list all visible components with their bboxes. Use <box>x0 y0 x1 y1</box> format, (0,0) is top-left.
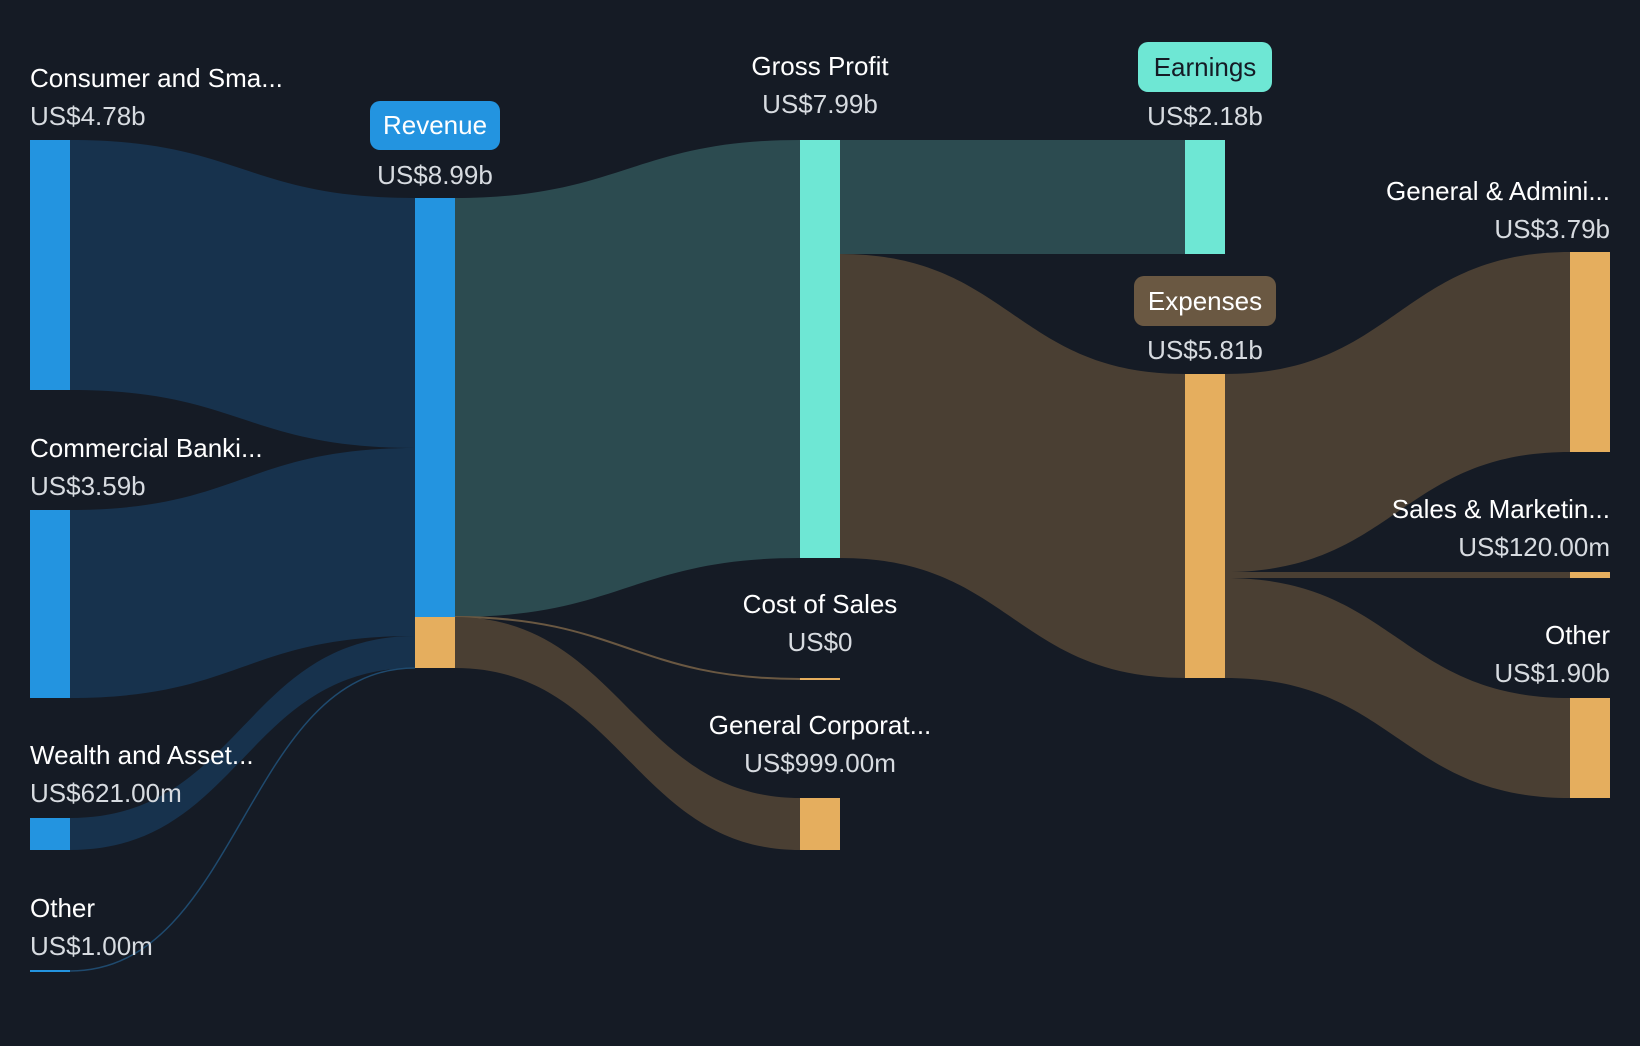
node-bar-general-admin[interactable] <box>1570 252 1610 452</box>
label-other-exp-value: US$1.90b <box>1494 658 1610 688</box>
node-bar-revenue[interactable] <box>415 198 455 617</box>
node-bar-gross-profit[interactable] <box>800 140 840 558</box>
revenue-badge[interactable]: Revenue <box>370 101 500 150</box>
flow-consumer-revenue <box>70 140 415 448</box>
label-general-corporate-value: US$999.00m <box>744 748 896 778</box>
flow-commercial-revenue <box>70 448 415 698</box>
label-earnings-value: US$2.18b <box>1147 101 1263 131</box>
node-bar-wealth[interactable] <box>30 818 70 850</box>
label-wealth-value: US$621.00m <box>30 778 182 808</box>
label-general-corporate-name: General Corporat... <box>709 710 932 740</box>
label-earnings-name: Earnings <box>1154 52 1257 82</box>
node-bar-commercial[interactable] <box>30 510 70 698</box>
node-bar-expenses[interactable] <box>1185 374 1225 678</box>
flow-revenue-grossprofit <box>455 140 800 617</box>
label-other-in-value: US$1.00m <box>30 931 153 961</box>
flow-expenses-salesmarketing <box>1225 572 1570 578</box>
node-bar-other-in[interactable] <box>30 970 70 972</box>
flow-expenses-other <box>1225 578 1570 798</box>
flow-revenue-generalcorporate <box>455 617 800 850</box>
label-consumer-value: US$4.78b <box>30 101 146 131</box>
node-bar-earnings[interactable] <box>1185 140 1225 254</box>
label-revenue-value: US$8.99b <box>377 160 493 190</box>
earnings-badge[interactable]: Earnings <box>1138 42 1272 92</box>
flow-other-revenue <box>69 667 416 972</box>
label-expenses-name: Expenses <box>1148 286 1262 316</box>
node-bar-revenue-cost[interactable] <box>415 617 455 668</box>
node-bar-cost-of-sales[interactable] <box>800 678 840 680</box>
label-sales-marketing-value: US$120.00m <box>1458 532 1610 562</box>
label-gross-profit-value: US$7.99b <box>762 89 878 119</box>
label-other-exp-name: Other <box>1545 620 1610 650</box>
label-cost-of-sales-value: US$0 <box>787 627 852 657</box>
flow-expenses-generaladmin <box>1225 252 1570 572</box>
node-bar-general-corporate[interactable] <box>800 798 840 850</box>
expenses-badge-bg <box>1134 276 1276 326</box>
label-other-in-name: Other <box>30 893 95 923</box>
label-wealth-name: Wealth and Asset... <box>30 740 254 770</box>
revenue-badge-bg <box>370 101 500 150</box>
label-gross-profit-name: Gross Profit <box>751 51 889 81</box>
label-general-admin-value: US$3.79b <box>1494 214 1610 244</box>
label-sales-marketing-name: Sales & Marketin... <box>1392 494 1610 524</box>
flow-grossprofit-expenses <box>840 254 1185 678</box>
node-bar-consumer[interactable] <box>30 140 70 390</box>
label-commercial-name: Commercial Banki... <box>30 433 263 463</box>
label-expenses-value: US$5.81b <box>1147 335 1263 365</box>
node-bar-other-exp[interactable] <box>1570 698 1610 798</box>
flow-revenue-costofsales <box>454 616 801 680</box>
earnings-badge-bg <box>1138 42 1272 92</box>
label-general-admin-name: General & Admini... <box>1386 176 1610 206</box>
expenses-badge[interactable]: Expenses <box>1134 276 1276 326</box>
label-commercial-value: US$3.59b <box>30 471 146 501</box>
label-cost-of-sales-name: Cost of Sales <box>743 589 898 619</box>
flow-grossprofit-earnings <box>840 140 1185 254</box>
label-consumer-name: Consumer and Sma... <box>30 63 283 93</box>
flow-wealth-revenue <box>70 636 415 850</box>
node-bar-sales-marketing[interactable] <box>1570 572 1610 578</box>
label-revenue-name: Revenue <box>383 110 487 140</box>
